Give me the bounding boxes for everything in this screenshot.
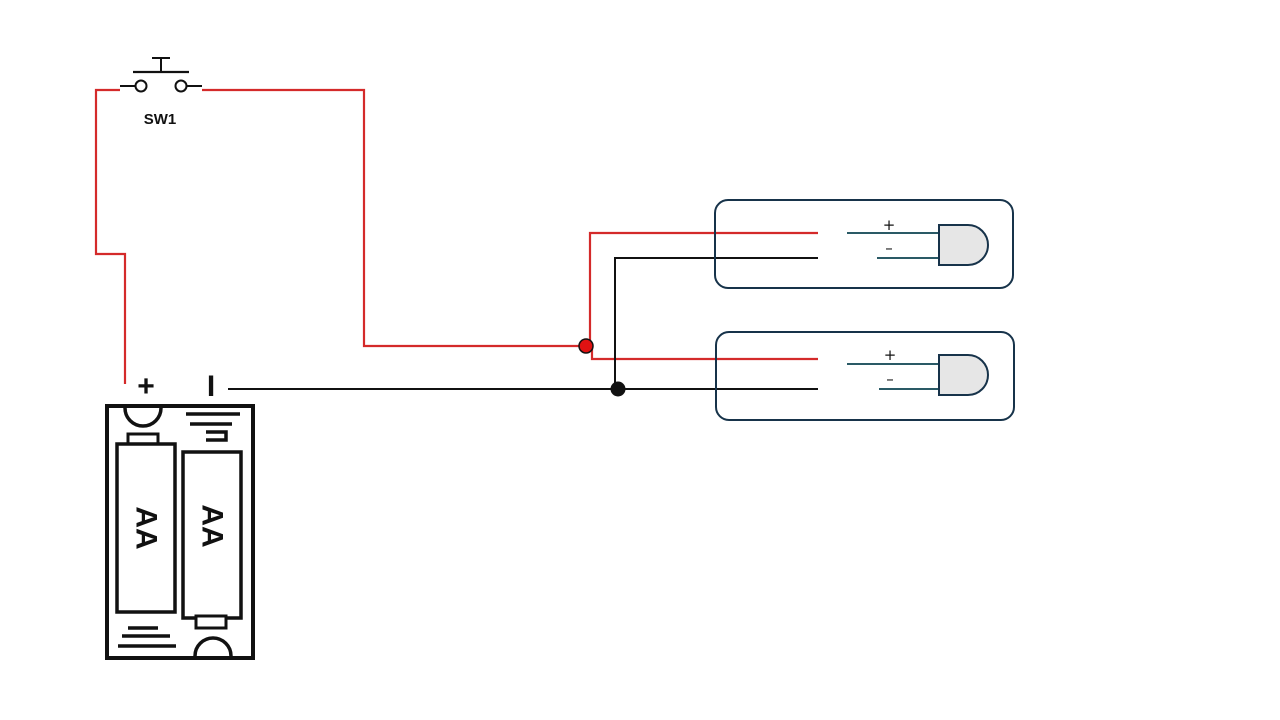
wire-junction-to-led2-anode bbox=[586, 344, 818, 361]
positive-wire-net bbox=[94, 88, 818, 384]
wire-switch-to-junction bbox=[202, 88, 586, 348]
negative-junction-dot bbox=[610, 381, 626, 397]
led1-cathode-label: – bbox=[885, 239, 893, 257]
battery-negative-label: I bbox=[207, 370, 215, 403]
negative-wire-net bbox=[228, 257, 818, 390]
wire-junction-to-led1-anode bbox=[586, 231, 818, 348]
led-module-2: + – bbox=[715, 331, 1015, 421]
push-button-switch-icon bbox=[120, 57, 202, 93]
led-icon bbox=[938, 224, 989, 266]
wire-led1-cathode-to-junction bbox=[614, 257, 818, 389]
aa-cell-1-label: AA bbox=[130, 506, 163, 549]
led-module-1: + – bbox=[714, 199, 1014, 289]
switch-label: SW1 bbox=[144, 111, 177, 128]
aa-cell-2-label: AA bbox=[196, 504, 229, 547]
wire-battery-to-switch bbox=[94, 88, 127, 384]
led2-anode-label: + bbox=[884, 346, 897, 364]
battery-holder-2xAA-icon: AA AA bbox=[105, 404, 255, 660]
led-icon bbox=[938, 354, 989, 396]
aa-cell-1: AA bbox=[115, 432, 177, 614]
led1-anode-label: + bbox=[883, 216, 896, 234]
aa-cell-2: AA bbox=[181, 450, 243, 630]
led2-cathode-label: – bbox=[886, 370, 894, 388]
battery-positive-label: + bbox=[137, 370, 155, 403]
positive-junction-dot bbox=[578, 338, 594, 354]
